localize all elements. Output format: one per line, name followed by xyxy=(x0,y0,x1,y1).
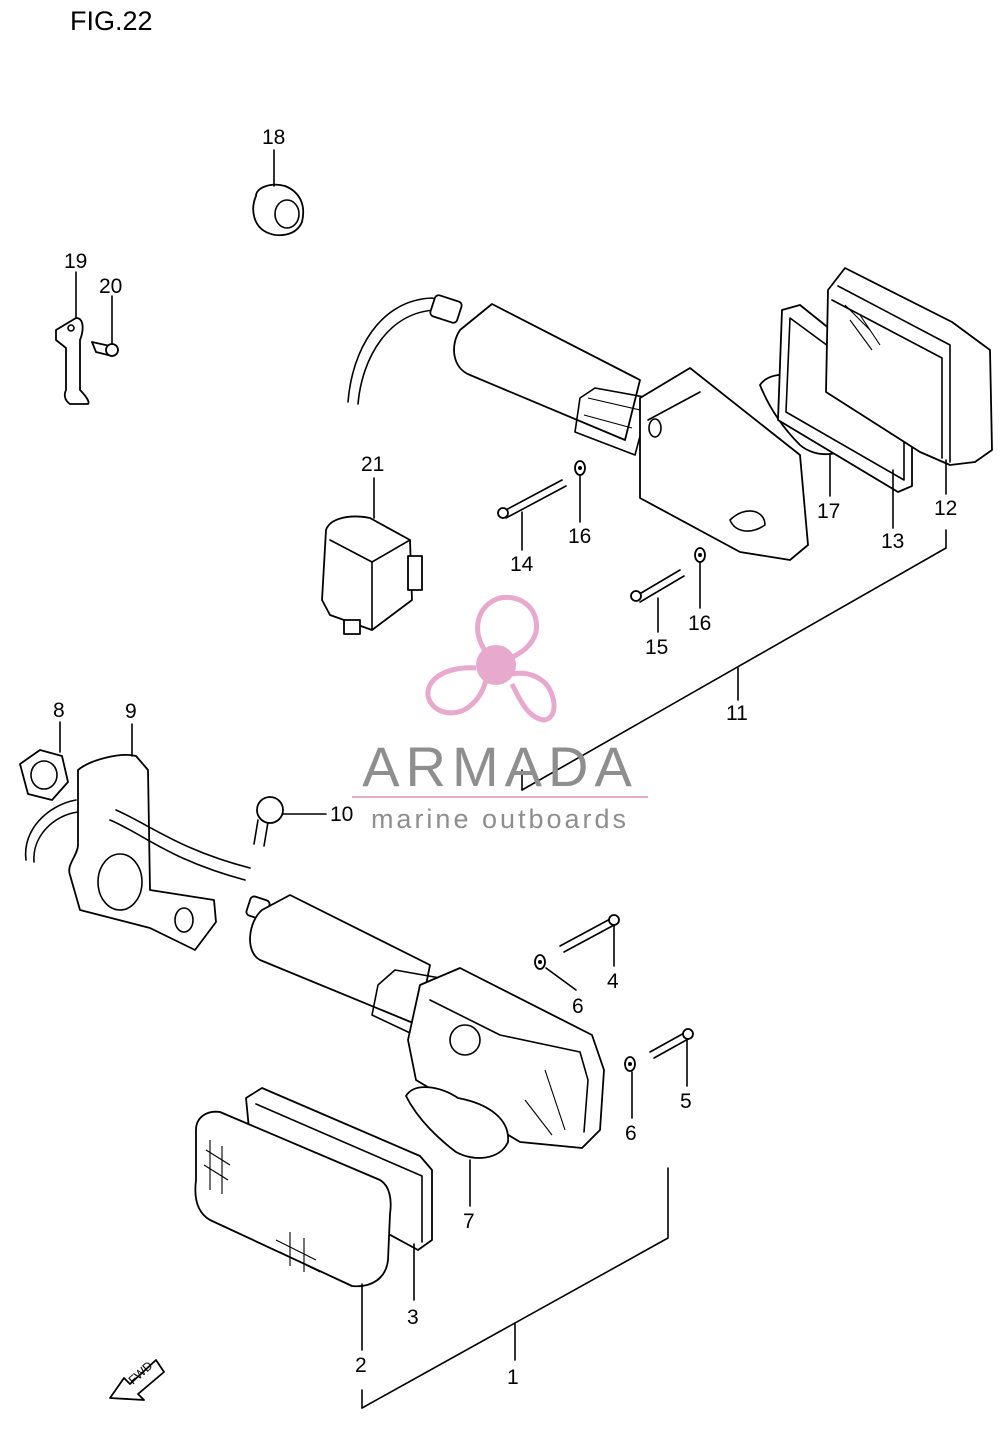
forward-direction-arrow: FWD xyxy=(109,1358,165,1401)
callout-12: 12 xyxy=(934,497,957,520)
callout-18: 18 xyxy=(262,126,285,149)
callout-6a: 6 xyxy=(572,995,584,1018)
callout-4: 4 xyxy=(607,970,619,993)
callout-19: 19 xyxy=(64,250,87,273)
callout-1: 1 xyxy=(507,1366,519,1389)
rear-turn-signal-assembly xyxy=(347,267,993,603)
callout-2: 2 xyxy=(355,1354,367,1377)
watermark-brand: ARMADA xyxy=(362,735,638,798)
propeller-hub xyxy=(476,645,516,685)
relay-part xyxy=(321,515,423,635)
grommet-part xyxy=(252,183,305,237)
callout-5: 5 xyxy=(680,1090,692,1113)
callout-labels: 1 2 3 4 5 6 6 7 8 9 10 11 12 13 14 15 16… xyxy=(53,126,957,1389)
callout-15: 15 xyxy=(645,636,668,659)
callout-20: 20 xyxy=(99,275,122,298)
callout-10: 10 xyxy=(330,803,353,826)
front-turn-signal-assembly xyxy=(19,749,694,1288)
leader-lines xyxy=(59,149,947,1409)
watermark: ARMADA marine outboards xyxy=(352,594,648,834)
watermark-tagline: marine outboards xyxy=(371,804,629,834)
propeller-logo-icon xyxy=(425,594,557,723)
clamp-part xyxy=(55,317,119,405)
callout-3: 3 xyxy=(407,1306,419,1329)
callout-11: 11 xyxy=(726,702,748,725)
callout-16b: 16 xyxy=(688,612,711,635)
callout-6b: 6 xyxy=(625,1122,637,1145)
callout-17: 17 xyxy=(817,500,840,523)
callout-16a: 16 xyxy=(568,525,591,548)
callout-14: 14 xyxy=(510,553,534,576)
callout-13: 13 xyxy=(881,530,904,553)
callout-9: 9 xyxy=(125,700,137,723)
figure-title: FIG.22 xyxy=(70,6,153,36)
callout-7: 7 xyxy=(463,1210,475,1233)
callout-8: 8 xyxy=(53,699,65,722)
callout-21: 21 xyxy=(361,453,384,476)
